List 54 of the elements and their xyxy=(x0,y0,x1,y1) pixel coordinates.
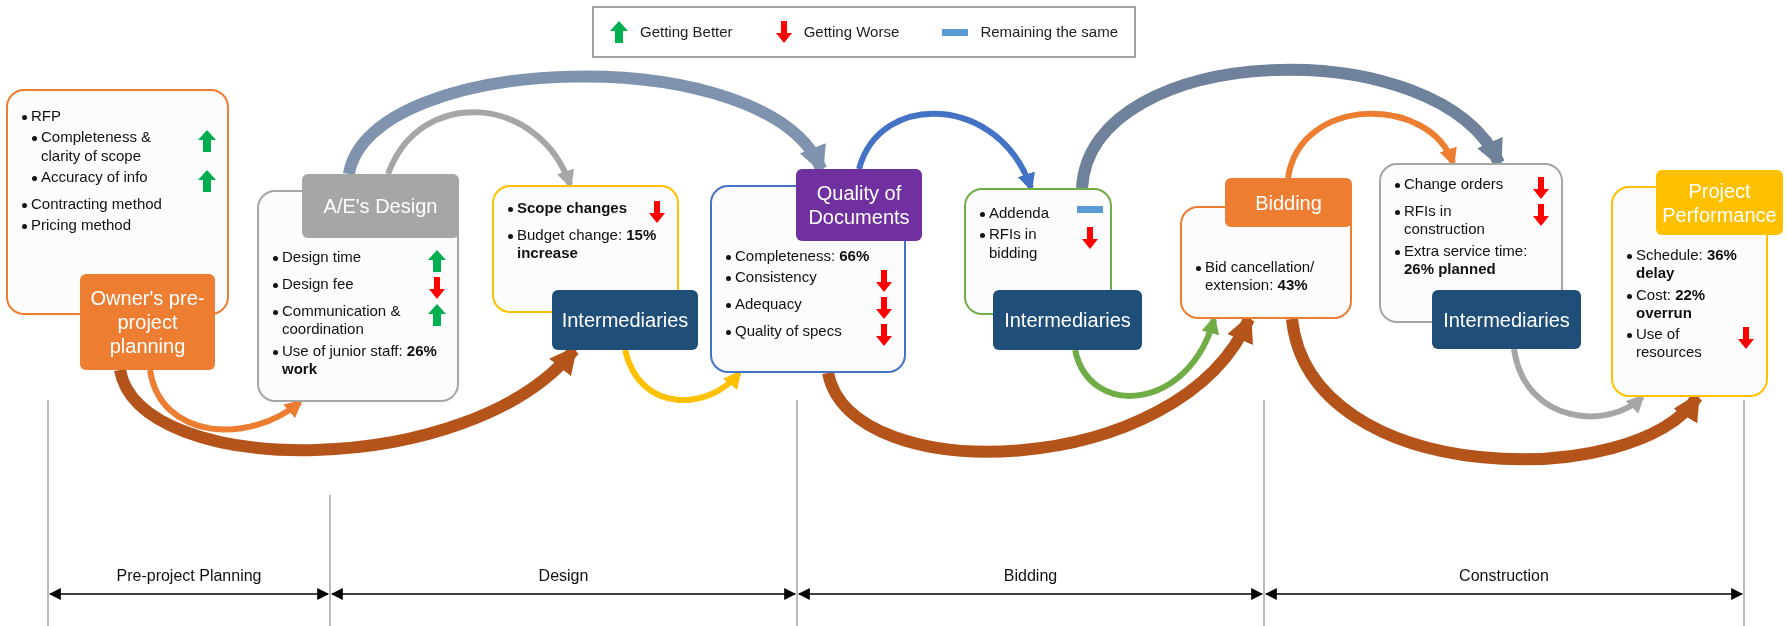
bullet-text: Accuracy of info xyxy=(41,167,149,187)
bullet-text: Bid cancellation/ extension: 43% xyxy=(1205,258,1316,295)
bullet-text: Pricing method xyxy=(31,216,133,235)
curved-arrow xyxy=(1286,317,1702,466)
bullet-text: Scope changes xyxy=(517,199,629,218)
bullet-text: Communication & coordination xyxy=(282,302,402,339)
bullet-text: Completeness: 66% xyxy=(735,247,871,266)
stage-card xyxy=(6,89,229,370)
bullet-text: RFIs in bidding xyxy=(989,225,1039,262)
phase-label: Pre-project Planning xyxy=(116,568,262,584)
intermediaries-box: Intermediaries xyxy=(1432,290,1581,349)
bullet-text: Design time xyxy=(282,248,363,267)
stage-card xyxy=(1379,163,1581,349)
bullet-text: Cost: 22% overrun xyxy=(1636,285,1707,323)
stage-title-box: Bidding xyxy=(1225,178,1352,227)
bullet-text: Use of junior staff: 26% work xyxy=(282,341,438,379)
stage-card xyxy=(1180,178,1352,319)
bullet-text: Use of resources xyxy=(1636,325,1703,362)
bullet-text: Design fee xyxy=(282,275,355,294)
curved-arrow xyxy=(1076,64,1504,190)
bullet-text: Change orders xyxy=(1404,175,1505,194)
phase-label: Design xyxy=(538,568,589,584)
bullet-text: Budget change: 15% increase xyxy=(517,226,658,263)
stage-title-box: Project Performance xyxy=(1656,170,1783,235)
intermediaries-box: Intermediaries xyxy=(993,290,1142,350)
intermediaries-box: Intermediaries xyxy=(552,290,698,350)
bullet-text: Extra service time: 26% planned xyxy=(1404,241,1529,279)
bullet-text: RFIs in construction xyxy=(1404,202,1486,239)
bullet-text: Completeness & clarity of scope xyxy=(41,128,153,165)
curved-arrow xyxy=(1511,348,1645,420)
stage-card xyxy=(257,174,459,402)
stage-card xyxy=(1611,170,1783,397)
bullet-text: Schedule: 36% delay xyxy=(1636,246,1738,283)
bullet-text: Contracting method xyxy=(31,194,163,214)
legend-text: Getting Better xyxy=(640,21,733,42)
stage-title-box: Owner's pre-project planning xyxy=(80,274,215,370)
curved-arrow xyxy=(343,70,827,177)
stage-title-box: Quality of Documents xyxy=(796,169,922,241)
phase-label: Bidding xyxy=(1003,568,1058,584)
legend-text: Getting Worse xyxy=(803,21,900,42)
bullet-text: RFP xyxy=(31,107,62,126)
bullet-text: Quality of specs xyxy=(735,322,843,341)
curved-arrow xyxy=(147,369,303,433)
legend-text: Remaining the same xyxy=(980,21,1118,42)
stage-title-box: A/E's Design xyxy=(302,174,459,238)
curved-arrow xyxy=(1285,110,1456,179)
stage-card xyxy=(710,169,922,373)
bullet-text: Addenda xyxy=(989,204,1051,223)
stage-card xyxy=(964,188,1142,350)
stage-card xyxy=(492,185,698,350)
curved-arrow xyxy=(622,349,742,403)
bullet-text: Consistency xyxy=(735,268,818,287)
phase-label: Construction xyxy=(1459,568,1549,584)
bullet-text: Adequacy xyxy=(735,295,803,314)
